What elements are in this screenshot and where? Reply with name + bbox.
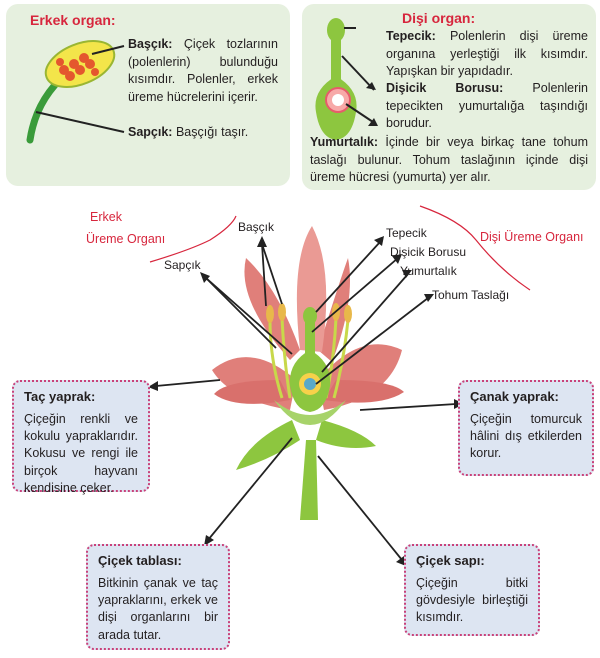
tac-yaprak-title: Taç yaprak: xyxy=(24,389,96,404)
cicek-tablasi-box: Çiçek tablası: Bitkinin çanak ve taç yap… xyxy=(86,544,230,650)
disicik-borusu-label: Dişicik Borusu xyxy=(390,245,467,259)
borusu-definition: Dişicik Borusu: Polenlerin tepecikten yu… xyxy=(386,80,588,133)
tepecik-label: Tepecik xyxy=(386,226,427,240)
cicek-tablasi-title: Çiçek tablası: xyxy=(98,553,182,568)
sapcik-term: Sapçık: xyxy=(128,125,173,139)
cicek-sapi-text: Çiçeğin bitki gövdesiyle birleştiği kısı… xyxy=(416,575,528,625)
stamen-illustration xyxy=(26,40,125,144)
tepecik-text: Polenlerin dişi üreme organına yerleştiğ… xyxy=(386,29,588,78)
bascik-term: Başçık: xyxy=(128,37,173,51)
flower-illustration xyxy=(212,226,404,520)
female-organ-title: Dişi organ: xyxy=(402,10,476,26)
yumurtalik-definition: Yumurtalık: İçinde bir veya birkaç tane … xyxy=(310,134,588,187)
tepecik-definition: Tepecik: Polenlerin dişi üreme organına … xyxy=(386,28,588,81)
disi-label: Dişi Üreme Organı xyxy=(480,230,584,244)
yumurtalik-term: Yumurtalık: xyxy=(310,135,379,149)
pointer-arrowheads xyxy=(148,236,464,566)
yumurtalik-text: İçinde bir veya birkaç tane tohum taslağ… xyxy=(310,135,588,184)
pistil-illustration xyxy=(315,18,378,140)
borusu-term: Dişicik Borusu: xyxy=(386,81,504,95)
bascik-text: Çiçek tozlarının (polenlerin) bulunduğu … xyxy=(128,37,278,104)
cicek-tablasi-text: Bitkinin çanak ve taç yapraklarını, erke… xyxy=(98,575,218,642)
canak-yaprak-title: Çanak yaprak: xyxy=(470,389,559,404)
canak-yaprak-box: Çanak yaprak: Çiçeğin tomurcuk hâlini dı… xyxy=(458,380,594,476)
erkek-label-line2: Üreme Organı xyxy=(86,232,166,246)
sapcik-label: Sapçık xyxy=(164,258,201,272)
pointer-lines xyxy=(155,241,457,561)
sapcik-text: Başçığı taşır. xyxy=(175,125,249,139)
tac-yaprak-text: Çiçeğin renkli ve kokulu yapraklarıdır. … xyxy=(24,411,138,495)
bascik-definition: Başçık: Çiçek tozlarının (polenlerin) bu… xyxy=(128,36,278,106)
erkek-label: Erkek xyxy=(90,210,122,224)
sapcik-definition: Sapçık: Başçığı taşır. xyxy=(128,124,278,142)
tohum-taslagi-label: Tohum Taslağı xyxy=(432,288,510,302)
borusu-text: Polenlerin tepecikten yumurtalığa taşınd… xyxy=(386,81,588,130)
male-organ-panel xyxy=(6,4,290,186)
tac-yaprak-box: Taç yaprak: Çiçeğin renkli ve kokulu yap… xyxy=(12,380,150,495)
cicek-sapi-box: Çiçek sapı: Çiçeğin bitki gövdesiyle bir… xyxy=(404,544,540,636)
male-organ-title: Erkek organ: xyxy=(30,12,116,28)
canak-yaprak-text: Çiçeğin tomurcuk hâlini dış etkilerden k… xyxy=(470,411,582,461)
cicek-sapi-title: Çiçek sapı: xyxy=(416,553,485,568)
yumurtalik-label: Yumurtalık xyxy=(400,264,457,278)
tepecik-term: Tepecik: xyxy=(386,29,436,43)
bascik-label: Başçık xyxy=(238,220,275,234)
